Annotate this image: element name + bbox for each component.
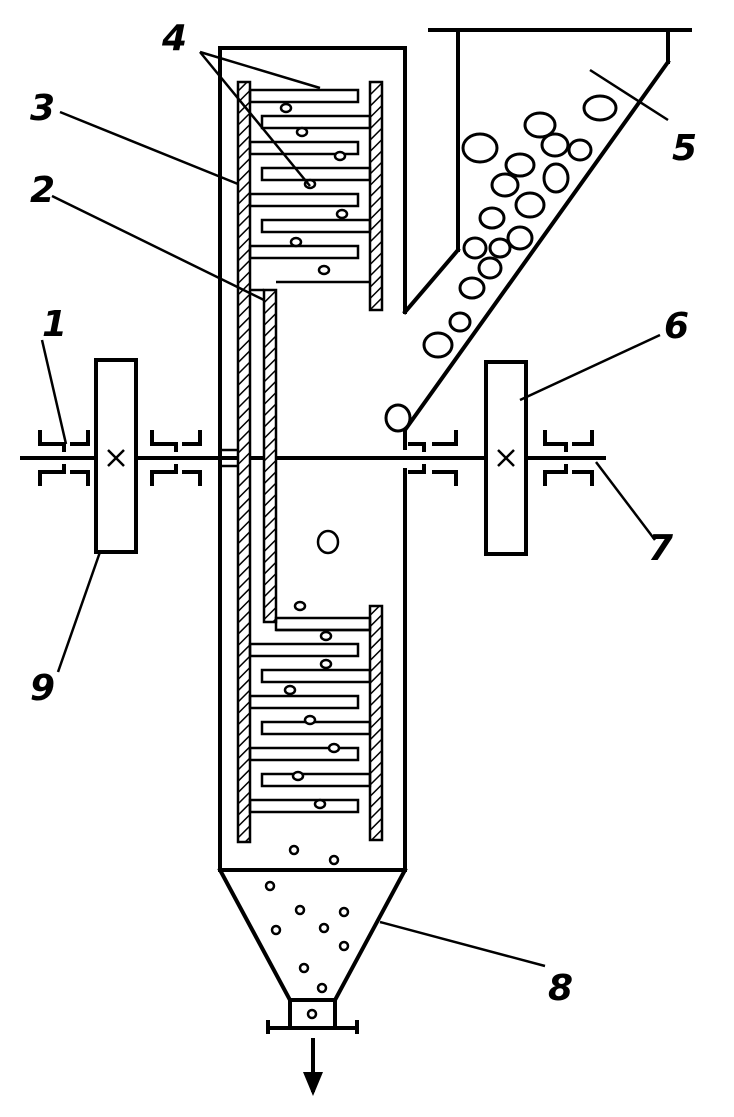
callout-2: 2 bbox=[30, 170, 55, 211]
bearing-left-inner bbox=[150, 430, 202, 486]
callout-6: 6 bbox=[664, 306, 689, 347]
bearing-left-outer bbox=[38, 430, 90, 486]
leader-lines bbox=[40, 50, 669, 968]
chamber-particles bbox=[264, 102, 350, 1020]
hopper-lumps bbox=[384, 94, 618, 433]
callout-4: 4 bbox=[161, 18, 187, 59]
upper-teeth bbox=[248, 88, 372, 260]
pulley-left bbox=[94, 358, 138, 554]
rotor bbox=[236, 80, 384, 844]
callout-5: 5 bbox=[672, 128, 697, 169]
callout-3: 3 bbox=[30, 88, 55, 129]
callout-7: 7 bbox=[648, 528, 673, 569]
bearing-right-inner bbox=[408, 430, 458, 486]
callout-1: 1 bbox=[42, 304, 67, 345]
callout-8: 8 bbox=[548, 968, 573, 1009]
cross-icon bbox=[107, 449, 125, 467]
lower-teeth bbox=[248, 616, 372, 814]
callout-9: 9 bbox=[30, 668, 55, 709]
cross-icon bbox=[497, 449, 515, 467]
pulley-right bbox=[484, 360, 528, 556]
feed-hopper bbox=[402, 28, 692, 450]
discharge-cone bbox=[217, 867, 408, 1034]
arrow-down-icon bbox=[303, 1038, 323, 1096]
bearing-right-outer bbox=[543, 430, 594, 486]
